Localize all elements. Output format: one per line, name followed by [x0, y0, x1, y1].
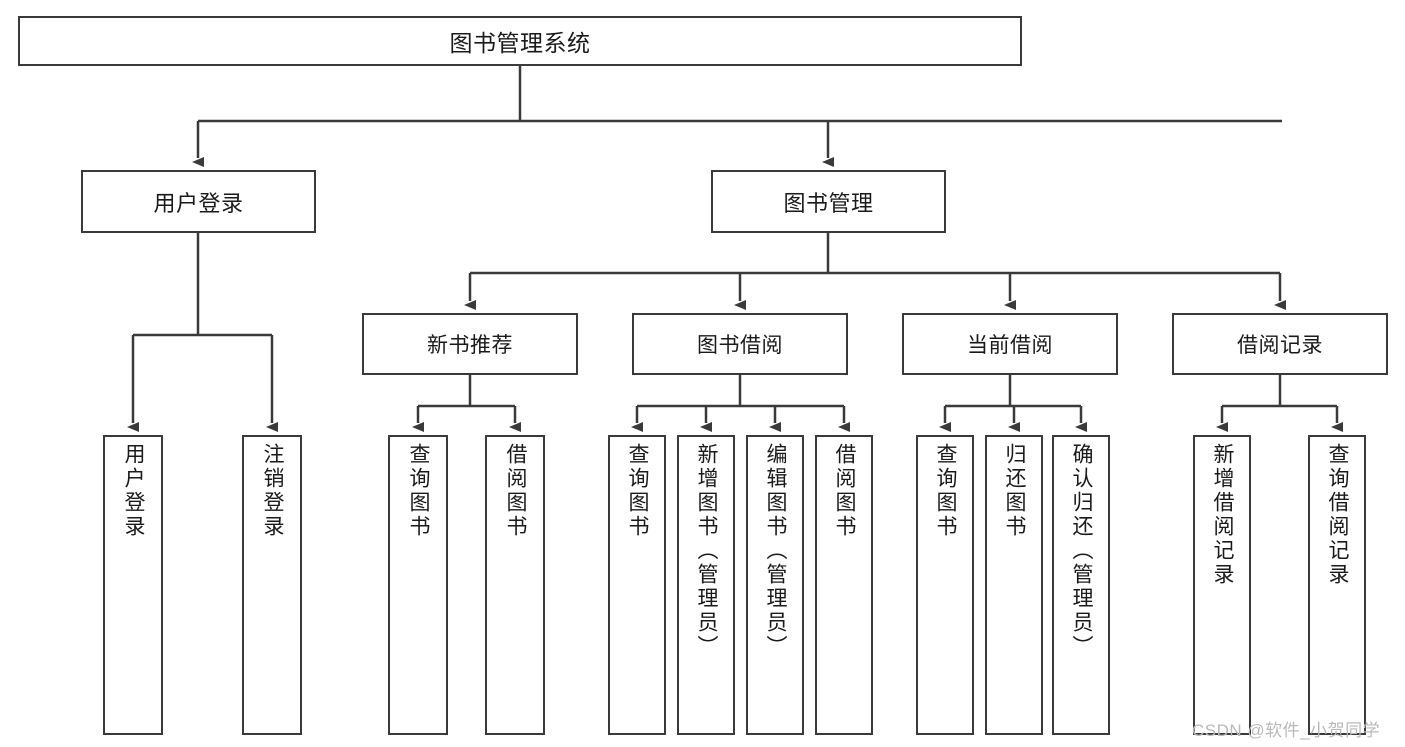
node-leaf-query-book-label: 查询图书	[626, 443, 650, 539]
node-book-manage[interactable]: 图书管理	[711, 170, 946, 233]
node-current-borrow-label: 当前借阅	[967, 334, 1053, 357]
node-borrow-record-label: 借阅记录	[1237, 334, 1323, 357]
node-leaf-borrow-book-rec[interactable]: 借阅图书	[485, 435, 545, 735]
node-leaf-query-book-rec[interactable]: 查询图书	[388, 435, 448, 735]
node-leaf-confirm-return-label: 确认归还（管理员）	[1070, 443, 1094, 659]
node-leaf-query-book[interactable]: 查询图书	[608, 435, 666, 735]
node-leaf-edit-book-admin-label: 编辑图书（管理员）	[764, 443, 788, 659]
node-leaf-return-book-label: 归还图书	[1003, 443, 1027, 539]
node-leaf-return-book[interactable]: 归还图书	[985, 435, 1043, 735]
csdn-watermark: CSDN @软件_小贺同学	[1192, 721, 1381, 740]
node-leaf-add-book-admin[interactable]: 新增图书（管理员）	[677, 435, 735, 735]
node-leaf-query-book-cur[interactable]: 查询图书	[916, 435, 974, 735]
node-leaf-add-book-admin-label: 新增图书（管理员）	[695, 443, 719, 659]
node-leaf-query-book-cur-label: 查询图书	[934, 443, 958, 539]
node-leaf-borrow-book[interactable]: 借阅图书	[815, 435, 873, 735]
node-leaf-logout-login[interactable]: 注销登录	[242, 435, 302, 735]
node-current-borrow[interactable]: 当前借阅	[902, 313, 1118, 375]
node-user-login-label: 用户登录	[153, 190, 244, 216]
node-root-label: 图书管理系统	[449, 30, 591, 56]
node-leaf-query-borrow-record[interactable]: 查询借阅记录	[1308, 435, 1366, 735]
node-leaf-query-borrow-record-label: 查询借阅记录	[1326, 443, 1350, 587]
node-root[interactable]: 图书管理系统	[18, 16, 1022, 66]
node-leaf-borrow-book-label: 借阅图书	[833, 443, 857, 539]
node-new-book-recommend-label: 新书推荐	[427, 334, 513, 357]
node-book-borrow[interactable]: 图书借阅	[632, 313, 848, 375]
node-leaf-user-login[interactable]: 用户登录	[103, 435, 163, 735]
node-book-borrow-label: 图书借阅	[697, 334, 783, 357]
node-leaf-edit-book-admin[interactable]: 编辑图书（管理员）	[746, 435, 804, 735]
node-leaf-add-borrow-record-label: 新增借阅记录	[1211, 443, 1235, 587]
node-leaf-logout-login-label: 注销登录	[261, 443, 285, 539]
node-leaf-query-book-rec-label: 查询图书	[407, 443, 431, 539]
node-leaf-add-borrow-record[interactable]: 新增借阅记录	[1193, 435, 1251, 735]
node-borrow-record[interactable]: 借阅记录	[1172, 313, 1388, 375]
node-leaf-borrow-book-rec-label: 借阅图书	[504, 443, 528, 539]
node-book-manage-label: 图书管理	[783, 190, 874, 216]
node-leaf-user-login-label: 用户登录	[122, 443, 146, 539]
node-new-book-recommend[interactable]: 新书推荐	[362, 313, 578, 375]
node-leaf-confirm-return[interactable]: 确认归还（管理员）	[1052, 435, 1110, 735]
node-user-login[interactable]: 用户登录	[81, 170, 316, 233]
